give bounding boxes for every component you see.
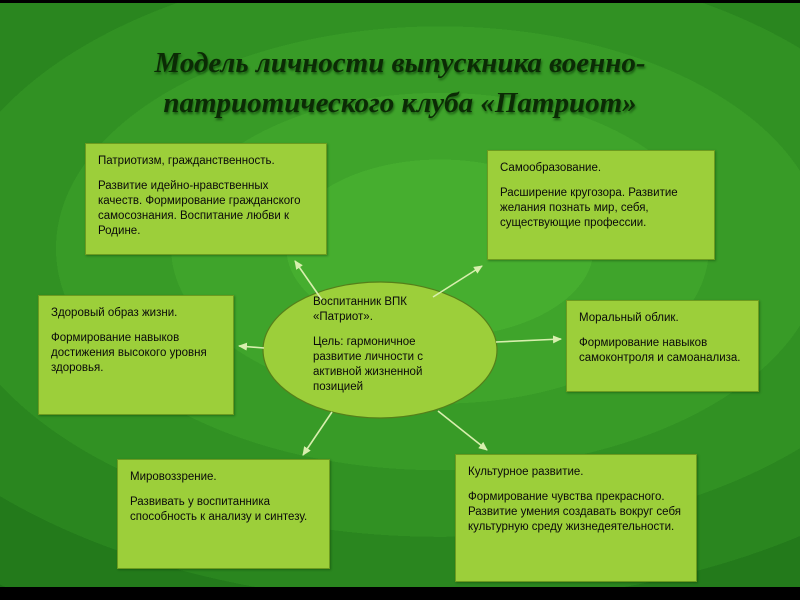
central-node-line: Цель: гармоничное развитие личности с ак… (313, 335, 424, 393)
node-heading: Патриотизм, гражданственность. (98, 155, 275, 167)
connector-worldview (302, 411, 333, 456)
node-heading: Мировоззрение. (130, 471, 217, 483)
connector-cultural-development (437, 410, 488, 451)
node-body: Формирование чувства прекрасного. Развит… (468, 490, 682, 533)
central-node-text: Воспитанник ВПК «Патриот». Цель: гармони… (313, 295, 453, 395)
node-body: Формирование навыков достижения высокого… (51, 331, 207, 374)
slide-background: Модель личности выпускника военно-патрио… (0, 3, 800, 587)
slide-title: Модель личности выпускника военно-патрио… (154, 47, 646, 120)
node-body: Развитие идейно-нравственных качеств. Фо… (98, 179, 301, 237)
node-worldview: Мировоззрение. Развивать у воспитанника … (117, 459, 330, 569)
node-heading: Здоровый образ жизни. (51, 307, 178, 319)
node-body: Формирование навыков самоконтроля и само… (579, 336, 741, 364)
node-heading: Моральный облик. (579, 312, 679, 324)
node-patriotism: Патриотизм, гражданственность. Развитие … (85, 143, 327, 255)
connector-healthy-lifestyle (238, 342, 265, 351)
node-body: Расширение кругозора. Развитие желания п… (500, 186, 678, 229)
central-node-line: Воспитанник ВПК «Патриот». (313, 296, 407, 323)
node-moral-character: Моральный облик. Формирование навыков са… (566, 300, 759, 392)
connector-self-education (432, 265, 483, 298)
node-heading: Культурное развитие. (468, 466, 584, 478)
node-body: Развивать у воспитанника способность к а… (130, 495, 308, 523)
node-cultural-development: Культурное развитие. Формирование чувств… (455, 454, 697, 582)
node-healthy-lifestyle: Здоровый образ жизни. Формирование навык… (38, 295, 234, 415)
node-heading: Самообразование. (500, 162, 602, 174)
node-self-education: Самообразование. Расширение кругозора. Р… (487, 150, 715, 260)
connector-moral-character (495, 335, 562, 344)
